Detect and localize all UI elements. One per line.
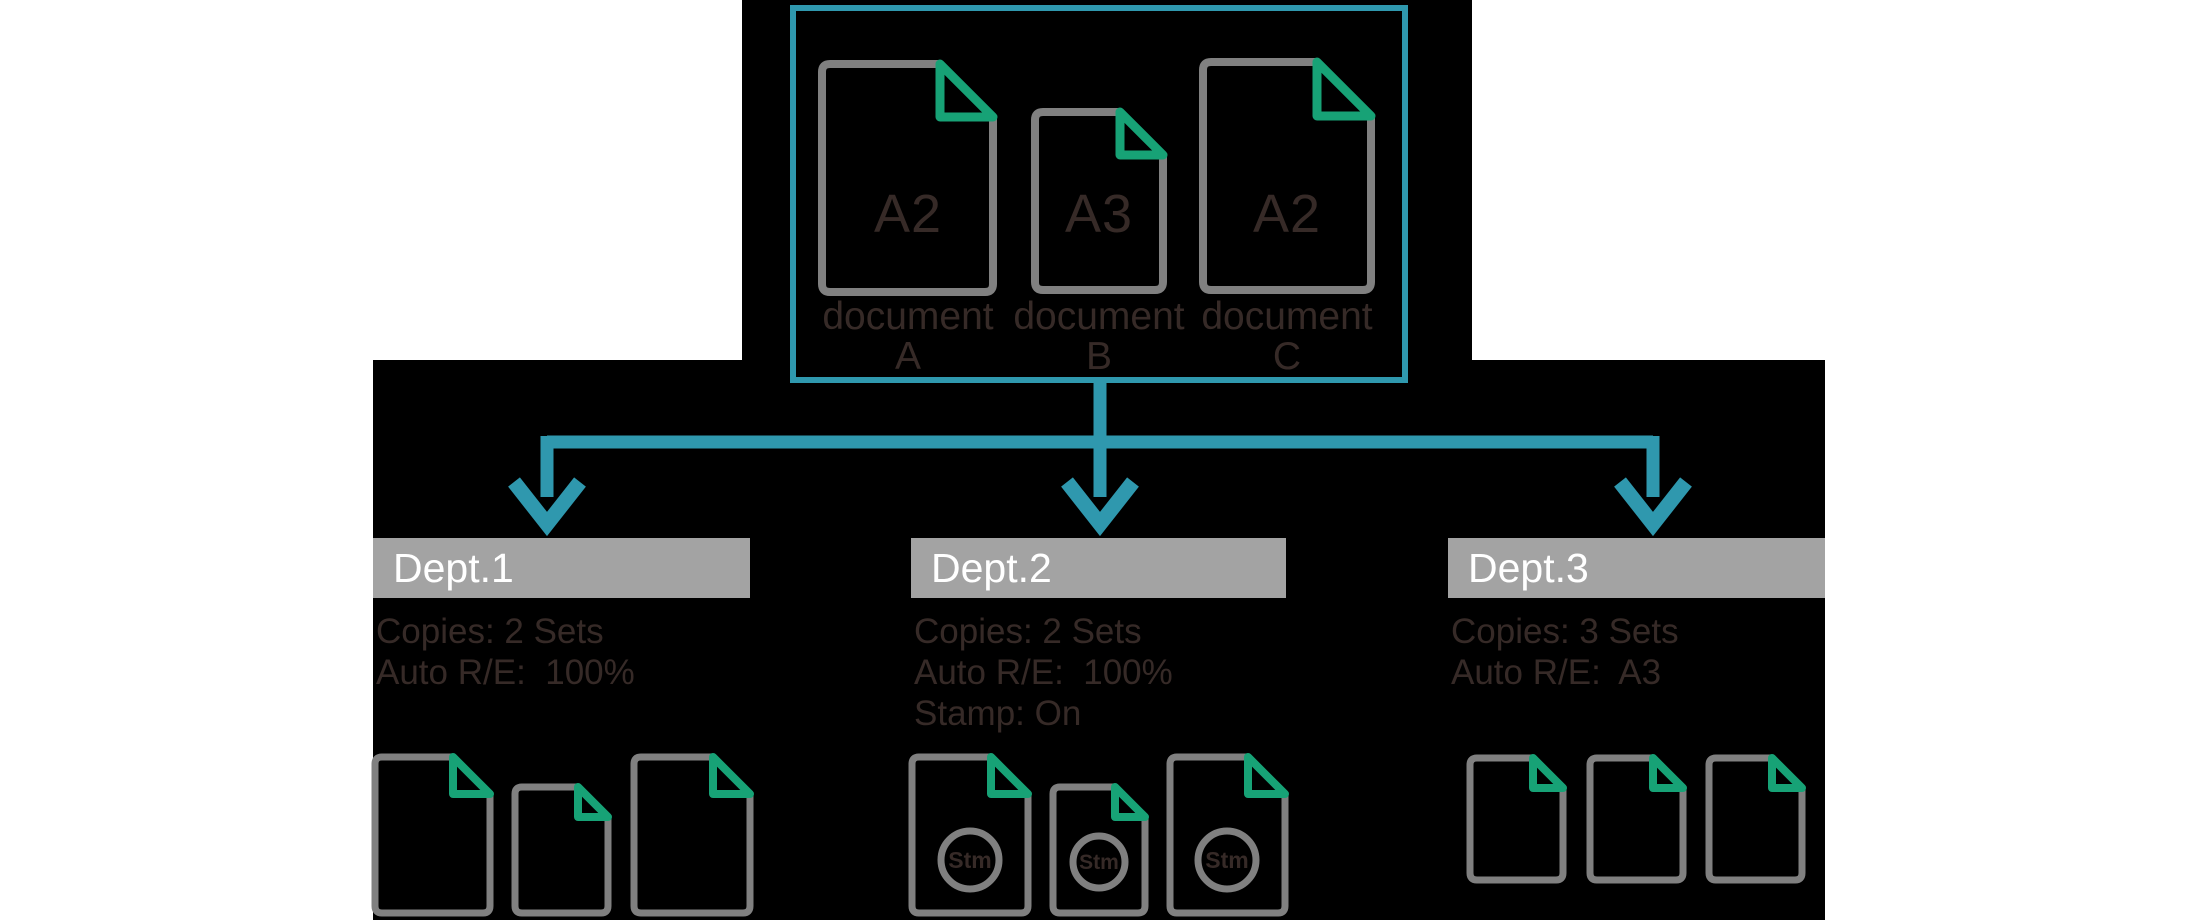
dept-1-output-doc-large-icon: [630, 753, 754, 917]
dept-2-header: Dept.2: [911, 538, 1286, 598]
stamp-label: Stm: [1205, 847, 1248, 873]
document-a-name-label: document A: [822, 295, 994, 378]
document-b-icon: [1031, 107, 1168, 294]
dept-2-setting-stamp: Stamp: On: [914, 694, 1082, 733]
document-a-icon: [818, 59, 998, 296]
page-fold-icon: [1244, 753, 1289, 798]
stamp-circle-icon: [1069, 832, 1129, 892]
stamp-label: Stm: [948, 847, 991, 873]
dept-2-output-doc-small-icon: Stm: [1049, 783, 1149, 917]
dept-2-title: Dept.2: [931, 545, 1052, 591]
page-fold-icon: [1768, 754, 1806, 792]
dept-3-output-doc-icon: [1466, 754, 1567, 884]
dept-3-output-doc-icon: [1586, 754, 1687, 884]
document-b-size-label: A3: [1064, 184, 1134, 244]
dept-3-title: Dept.3: [1468, 545, 1589, 591]
page-fold-icon: [935, 59, 998, 122]
stamp-circle-icon: [1194, 827, 1260, 893]
page-fold-icon: [1111, 783, 1149, 821]
page-fold-icon: [574, 783, 612, 821]
dept-1-setting-auto-re: Auto R/E: 100%: [376, 653, 635, 692]
dept-1-setting-copies: Copies: 2 Sets: [376, 612, 604, 651]
stamp-circle-icon: [937, 827, 1003, 893]
page-fold-icon: [1312, 57, 1376, 121]
dept-3-header: Dept.3: [1448, 538, 1825, 598]
dept-3-settings: Copies: 3 Sets Auto R/E: A3: [1451, 611, 1679, 693]
page-fold-icon: [1649, 754, 1687, 792]
dept-1-header: Dept.1: [373, 538, 750, 598]
dept-1-title: Dept.1: [393, 545, 514, 591]
dept-1-settings: Copies: 2 Sets Auto R/E: 100%: [376, 611, 635, 693]
dept-1-output-doc-large-icon: [371, 753, 494, 917]
page-fold-icon: [1115, 107, 1168, 160]
document-c-size-label: A2: [1252, 184, 1322, 244]
dept-3-output-doc-icon: [1705, 754, 1806, 884]
page-fold-icon: [709, 753, 754, 798]
page-fold-icon: [987, 753, 1032, 798]
dept-3-setting-auto-re: Auto R/E: A3: [1451, 653, 1662, 692]
document-a-size-label: A2: [873, 184, 943, 244]
document-c-icon: [1199, 57, 1376, 294]
dept-1-output-doc-small-icon: [511, 783, 612, 917]
dept-2-setting-auto-re: Auto R/E: 100%: [914, 653, 1173, 692]
document-c-name-label: document C: [1201, 295, 1373, 378]
dept-2-settings: Copies: 2 Sets Auto R/E: 100% Stamp: On: [914, 611, 1173, 734]
stamp-label: Stm: [1079, 851, 1119, 874]
document-b-name-label: document B: [1013, 295, 1185, 378]
page-fold-icon: [449, 753, 494, 798]
dept-2-output-doc-large-icon: Stm: [908, 753, 1032, 917]
page-fold-icon: [1529, 754, 1567, 792]
dept-2-setting-copies: Copies: 2 Sets: [914, 612, 1142, 651]
dept-2-output-doc-large-icon: Stm: [1166, 753, 1289, 917]
dept-3-setting-copies: Copies: 3 Sets: [1451, 612, 1679, 651]
